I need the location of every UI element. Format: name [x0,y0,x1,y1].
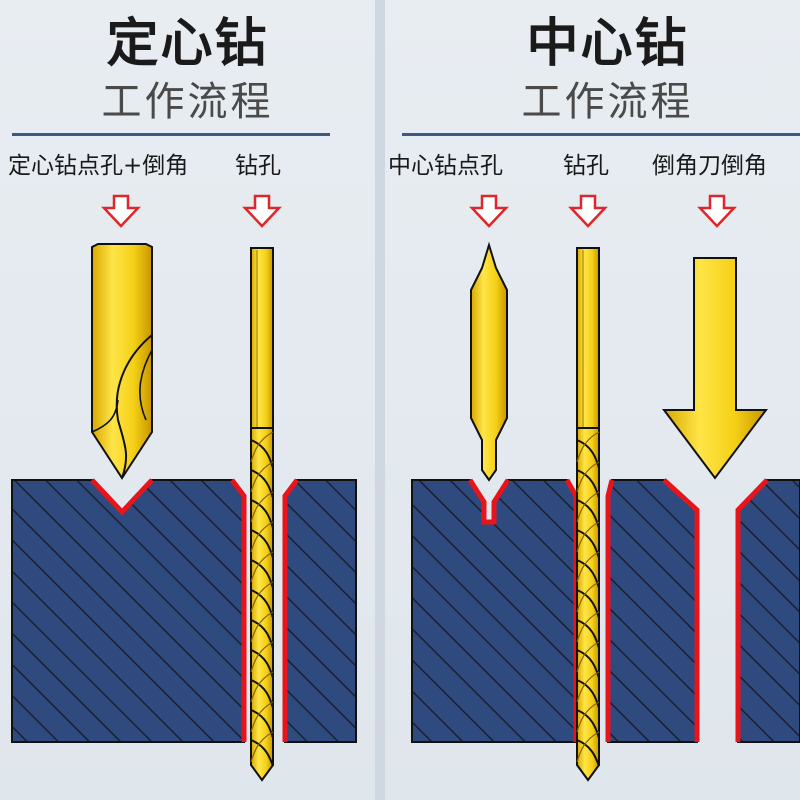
left-title: 定心钻 [106,14,269,74]
spot-drill-icon [91,243,153,480]
left-step-2-arrow [243,194,281,228]
left-step-1-arrow [102,194,140,228]
left-subtitle: 工作流程 [101,79,274,125]
left-workpiece-a [11,478,247,743]
right-rule [402,133,800,136]
right-step-2-arrow [569,194,607,228]
right-step-1-arrow [470,194,508,228]
left-step-1-label: 定心钻点孔+倒角 [8,153,189,179]
right-workpiece-a [411,478,579,743]
left-twist-drill-icon [250,247,274,782]
right-workpiece-b [605,478,700,743]
right-step-3-arrow [698,194,736,228]
right-step-2-label: 钻孔 [563,153,609,179]
left-step-2-label: 钻孔 [235,153,281,179]
right-step-3-label: 倒角刀倒角 [652,153,767,179]
left-workpiece-b [282,478,357,743]
right-step-1-label: 中心钻点孔 [388,153,503,179]
left-rule [12,133,330,136]
chamfer-tool-icon [662,257,768,480]
panel-divider [375,0,385,800]
center-drill-icon [470,241,508,482]
right-workpiece-c [735,478,800,743]
right-title: 中心钻 [526,14,689,74]
right-twist-drill-icon [576,247,600,782]
right-subtitle: 工作流程 [521,79,694,125]
